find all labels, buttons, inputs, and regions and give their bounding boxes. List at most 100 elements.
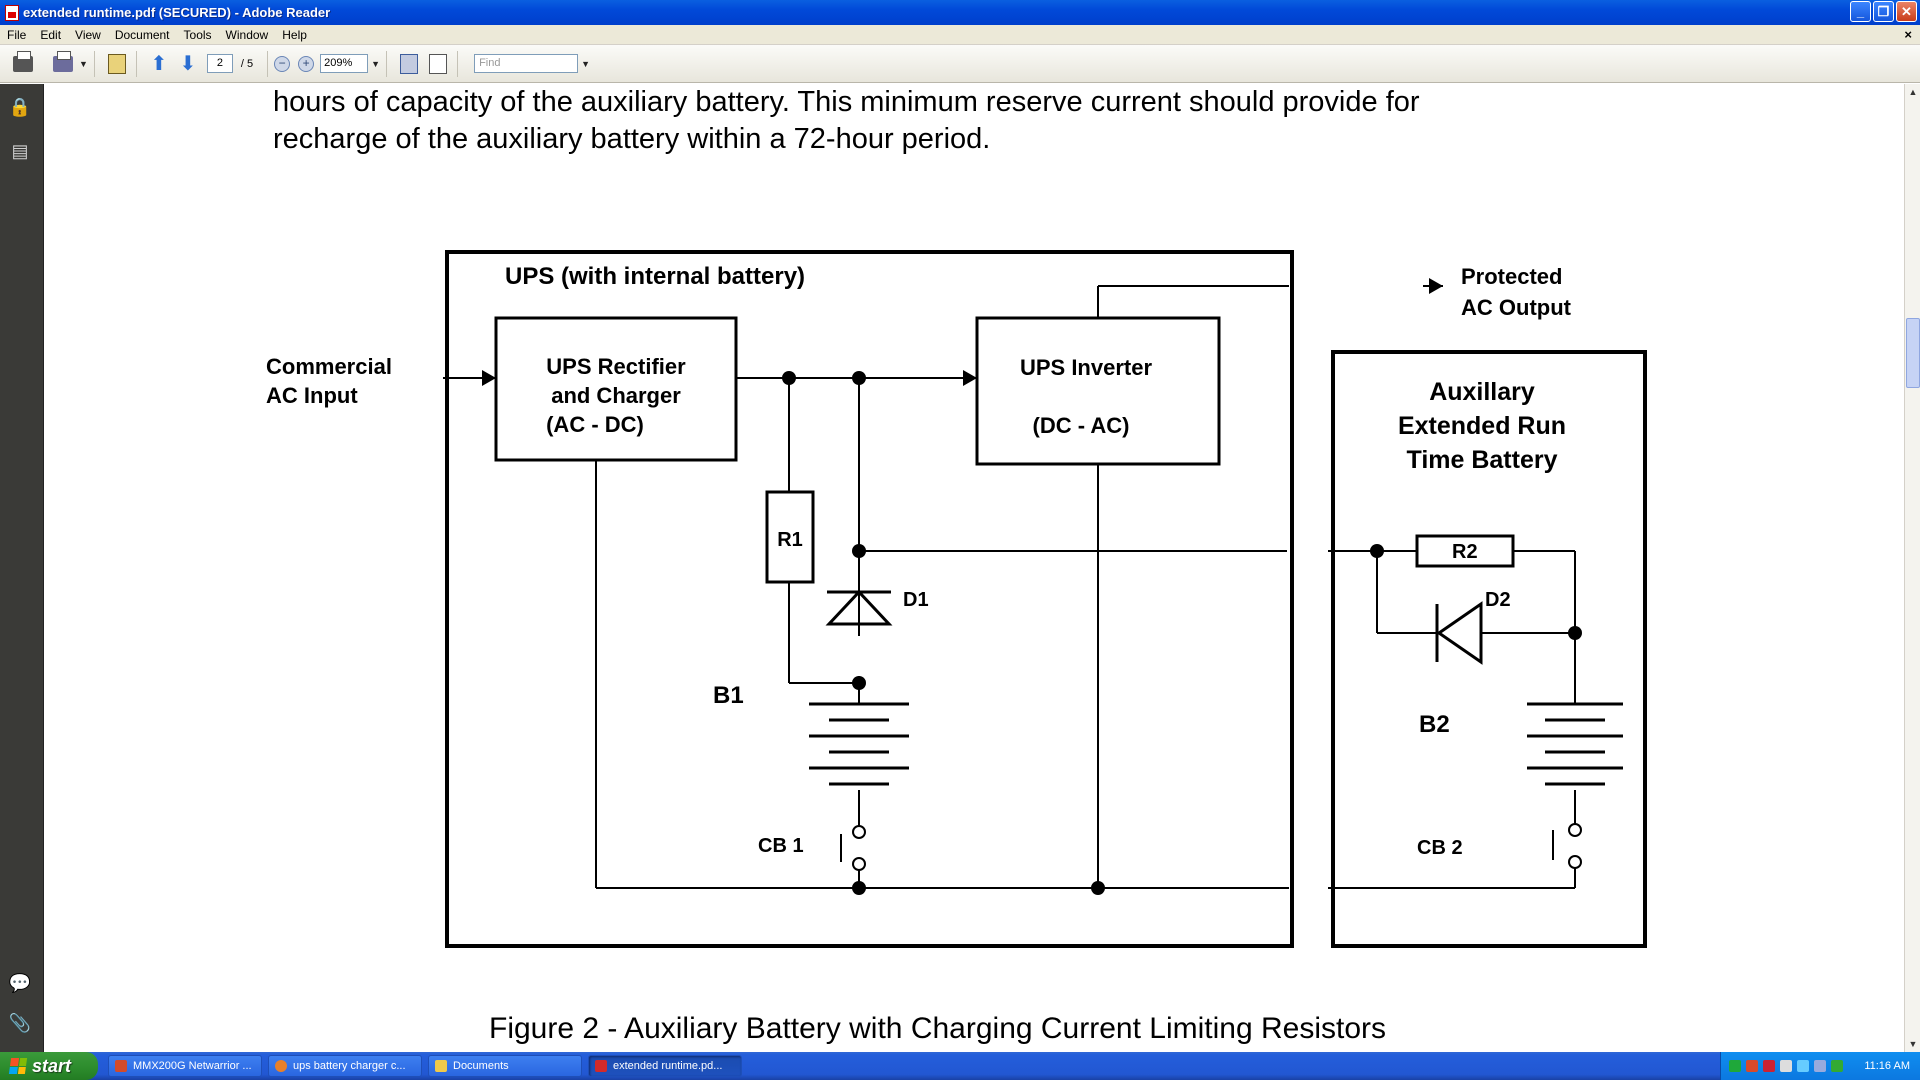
d2-diode xyxy=(1436,601,1483,665)
b2-battery xyxy=(1527,702,1623,786)
restore-button[interactable]: ❐ xyxy=(1873,1,1894,22)
scroll-thumb[interactable] xyxy=(1906,318,1920,388)
b2-label: B2 xyxy=(1419,711,1450,738)
comments-icon[interactable]: 💬 xyxy=(8,972,32,993)
input-label: AC Input xyxy=(266,383,358,408)
output-label: AC Output xyxy=(1461,295,1572,320)
email-button[interactable] xyxy=(50,50,76,77)
cb2-label: CB 2 xyxy=(1417,837,1463,859)
pages-panel-icon[interactable]: ▤ xyxy=(11,140,29,161)
window-controls: _ ❐ ✕ xyxy=(1850,1,1917,22)
toolbar-separator xyxy=(267,50,269,77)
b1-label: B1 xyxy=(713,682,744,709)
vertical-scrollbar[interactable]: ▲ ▼ xyxy=(1904,84,1920,1052)
tray-icon[interactable] xyxy=(1814,1060,1826,1072)
start-button[interactable]: start xyxy=(0,1052,98,1080)
navigation-panel: 🔒 ▤ 💬 📎 xyxy=(0,84,44,1052)
find-dropdown-icon[interactable]: ▼ xyxy=(581,58,590,69)
input-label: Commercial xyxy=(266,354,392,379)
inverter-label: UPS Inverter xyxy=(1020,355,1152,380)
d1-label: D1 xyxy=(903,589,929,611)
toolbar-separator xyxy=(386,50,388,77)
taskbar-item[interactable]: Documents xyxy=(428,1055,582,1077)
minimize-button[interactable]: _ xyxy=(1850,1,1871,22)
menu-window[interactable]: Window xyxy=(225,27,269,42)
toolbar: ▼ ⬆ ⬇ 2 / 5 − + 209% ▼ Find ▼ xyxy=(0,45,1920,83)
clock: 11:16 AM xyxy=(1864,1060,1910,1072)
taskbar-item-label: MMX200G Netwarrior ... xyxy=(133,1060,252,1072)
zoom-input[interactable]: 209% xyxy=(320,54,369,73)
rectifier-label: and Charger xyxy=(551,383,681,408)
windows-flag-icon xyxy=(8,1058,28,1074)
toolbar-separator xyxy=(457,50,459,77)
rectifier-label: (AC - DC) xyxy=(546,412,644,437)
adobe-reader-icon xyxy=(5,4,19,21)
inverter-box xyxy=(975,316,1221,466)
menu-help[interactable]: Help xyxy=(282,27,307,42)
fit-page-icon xyxy=(429,53,448,74)
email-dropdown-icon[interactable]: ▼ xyxy=(79,58,88,69)
cb1-label: CB 1 xyxy=(758,835,804,857)
attachments-icon[interactable]: 📎 xyxy=(8,1012,32,1033)
arrow-down-icon: ⬇ xyxy=(179,52,197,75)
previous-page-button[interactable]: ⬆ xyxy=(146,51,172,77)
circuit-diagram: UPS (with internal battery) Commercial A… xyxy=(266,250,1647,948)
taskbar-item[interactable]: extended runtime.pd... xyxy=(588,1055,742,1077)
output-label: Protected xyxy=(1461,264,1562,289)
menu-file[interactable]: File xyxy=(7,27,27,42)
close-button[interactable]: ✕ xyxy=(1896,1,1917,22)
taskbar-item[interactable]: ups battery charger c... xyxy=(268,1055,422,1077)
printer-icon xyxy=(13,50,33,72)
tray-icon[interactable] xyxy=(1763,1060,1775,1072)
zoom-dropdown-icon[interactable]: ▼ xyxy=(371,58,381,69)
next-page-button[interactable]: ⬇ xyxy=(175,51,201,77)
pages-button[interactable] xyxy=(104,51,130,77)
aux-label: Extended Run xyxy=(1398,412,1566,440)
app-icon xyxy=(115,1060,127,1072)
security-icon[interactable] xyxy=(1831,1060,1843,1072)
menu-view[interactable]: View xyxy=(75,27,101,42)
page-total: / 5 xyxy=(240,57,254,70)
title-bar: extended runtime.pdf (SECURED) - Adobe R… xyxy=(0,0,1920,25)
pages-icon xyxy=(107,53,126,74)
d1-diode xyxy=(825,589,893,626)
start-label: start xyxy=(32,1055,72,1076)
tray-icon[interactable] xyxy=(1746,1060,1758,1072)
toolbar-separator xyxy=(135,50,137,77)
network-icon[interactable] xyxy=(1797,1060,1809,1072)
document-page: hours of capacity of the auxiliary batte… xyxy=(45,84,1904,1052)
menu-bar: File Edit View Document Tools Window Hel… xyxy=(0,25,1920,45)
system-tray: 11:16 AM xyxy=(1720,1052,1920,1080)
fit-width-button[interactable] xyxy=(396,51,422,77)
rectifier-box xyxy=(494,316,738,462)
inverter-label: (DC - AC) xyxy=(1033,413,1130,438)
fit-width-icon xyxy=(400,53,419,74)
fit-page-button[interactable] xyxy=(425,51,451,77)
aux-battery-box xyxy=(1331,350,1647,948)
zoom-in-icon[interactable]: + xyxy=(298,55,315,72)
document-close-icon[interactable]: × xyxy=(1904,27,1912,42)
find-input[interactable]: Find xyxy=(474,54,579,73)
zoom-out-icon[interactable]: − xyxy=(274,55,291,72)
scroll-up-icon[interactable]: ▲ xyxy=(1908,87,1918,97)
menu-document[interactable]: Document xyxy=(114,27,170,42)
r2-label: R2 xyxy=(1452,541,1478,563)
pdf-icon xyxy=(595,1060,607,1072)
scroll-down-icon[interactable]: ▼ xyxy=(1908,1039,1918,1049)
toolbar-separator xyxy=(93,50,95,77)
body-line: recharge of the auxiliary battery within… xyxy=(273,123,991,155)
body-line: hours of capacity of the auxiliary batte… xyxy=(273,86,1420,118)
menu-tools[interactable]: Tools xyxy=(183,27,212,42)
aux-label: Time Battery xyxy=(1407,446,1558,474)
volume-icon[interactable] xyxy=(1780,1060,1792,1072)
menu-edit[interactable]: Edit xyxy=(40,27,62,42)
tray-icon[interactable] xyxy=(1729,1060,1741,1072)
lock-icon[interactable]: 🔒 xyxy=(8,96,32,117)
d2-label: D2 xyxy=(1485,589,1511,611)
print-button[interactable] xyxy=(10,50,36,77)
taskbar-item[interactable]: MMX200G Netwarrior ... xyxy=(108,1055,262,1077)
page-number-input[interactable]: 2 xyxy=(206,54,233,73)
arrow-up-icon: ⬆ xyxy=(150,52,168,75)
taskbar: start MMX200G Netwarrior ... ups battery… xyxy=(0,1052,1920,1080)
ups-box xyxy=(445,250,1294,948)
